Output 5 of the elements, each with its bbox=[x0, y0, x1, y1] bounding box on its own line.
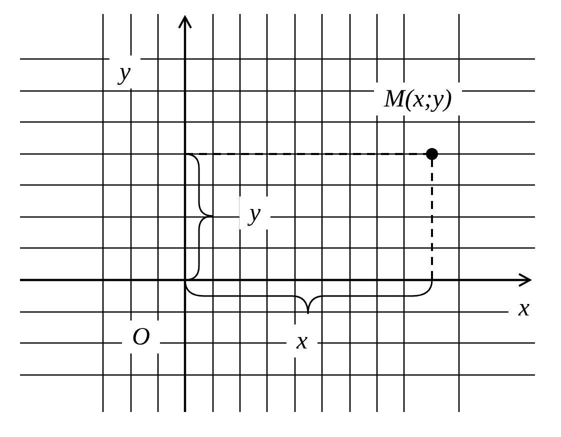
brace-label: x bbox=[286, 324, 318, 358]
brace-label: y bbox=[239, 196, 271, 230]
origin-label: O bbox=[122, 320, 160, 354]
axis-label: y bbox=[109, 56, 141, 88]
point-label: M(x;y) bbox=[374, 82, 462, 116]
